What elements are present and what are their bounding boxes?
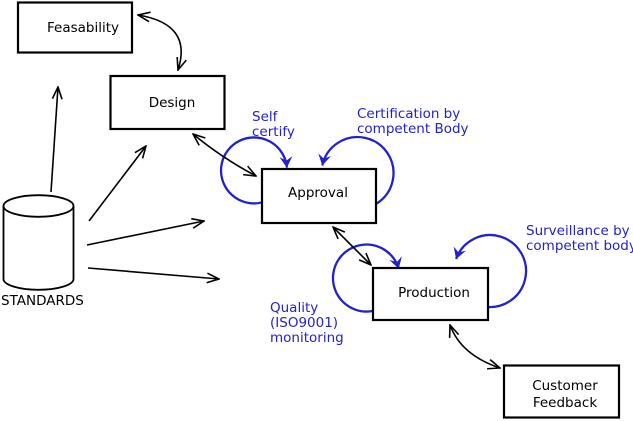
label-production: Production <box>398 285 470 301</box>
cylinder-top <box>2 194 75 218</box>
cylinder-body <box>2 206 75 291</box>
label-approval: Approval <box>288 185 348 201</box>
label-quality-line3: monitoring <box>270 330 344 346</box>
arrow-standards-production <box>87 267 219 279</box>
label-customer-line1: Customer <box>532 378 598 394</box>
arrow-feasability-design <box>138 15 181 70</box>
arrow-standards-approval <box>86 221 204 246</box>
box-design-rect <box>109 74 226 131</box>
box-customer-feedback: Customer Feedback <box>502 364 621 419</box>
arrow-design-approval <box>193 134 256 176</box>
box-feasability: Feasability <box>16 1 134 54</box>
box-feasability-rect <box>16 1 134 54</box>
loop-surveillance <box>453 233 528 309</box>
label-quality-line1: Quality <box>270 300 318 316</box>
label-design: Design <box>149 95 196 111</box>
label-self-certify-line2: certify <box>252 124 295 140</box>
label-surveillance-line1: Surveillance by <box>526 223 630 239</box>
arrow-standards-feasability <box>50 87 58 193</box>
label-certification-line2: competent Body <box>357 121 469 137</box>
label-self-certify-line1: Self <box>252 109 279 125</box>
box-customer-feedback-rect <box>502 364 621 419</box>
arrow-standards-design <box>88 146 146 222</box>
arrow-production-customer <box>450 325 500 368</box>
label-customer-line2: Feedback <box>533 395 597 411</box>
label-feasability: Feasability <box>47 20 119 36</box>
standards-datastore: STANDARDS <box>1 194 84 309</box>
box-production: Production <box>371 266 490 322</box>
box-production-rect <box>371 266 490 322</box>
label-quality-line2: (ISO9001) <box>270 315 338 331</box>
label-standards: STANDARDS <box>1 293 84 309</box>
box-approval-rect <box>260 167 378 225</box>
label-surveillance-line2: competent body <box>526 238 633 254</box>
label-certification-line1: Certification by <box>357 106 460 122</box>
arrow-approval-production <box>333 227 371 265</box>
box-approval: Approval <box>260 167 378 225</box>
box-design: Design <box>109 74 226 131</box>
